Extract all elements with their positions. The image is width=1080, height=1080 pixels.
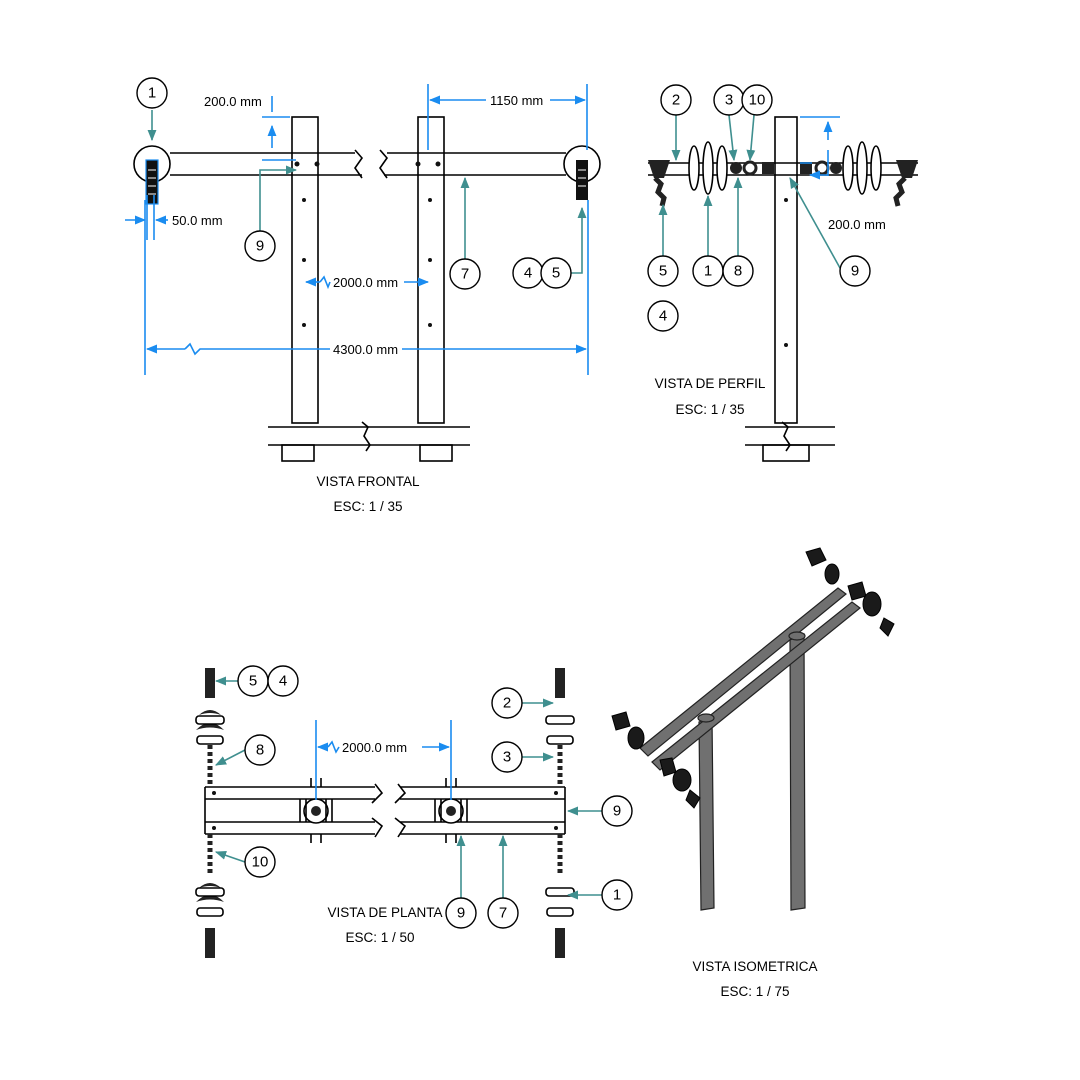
front-scale: ESC: 1 / 35 [333, 499, 402, 514]
callout-5: 5 [552, 265, 560, 282]
plan-callout-2: 2 [503, 695, 511, 712]
profile-callout-4: 4 [659, 308, 667, 325]
profile-callout-10: 10 [749, 92, 766, 109]
profile-callout-3: 3 [725, 92, 733, 109]
callout-7: 7 [461, 266, 469, 283]
dim-overall: 4300.0 mm [333, 342, 398, 357]
plan-left-insulators [195, 668, 225, 958]
plan-callout-8: 8 [256, 742, 264, 759]
dim-post-spacing: 2000.0 mm [333, 275, 398, 290]
plan-crossarms [204, 783, 566, 838]
profile-callout-8: 8 [734, 263, 742, 280]
profile-callout-2: 2 [672, 92, 680, 109]
plan-post-right [434, 778, 468, 843]
front-title: VISTA FRONTAL [316, 474, 420, 489]
plan-right-insulators [545, 668, 575, 958]
profile-callouts: 2 3 10 5 4 1 8 9 [647, 84, 871, 332]
profile-callout-9: 9 [851, 263, 859, 280]
profile-view: 200.0 mm 2 3 10 5 4 1 8 9 VI [647, 84, 918, 462]
front-left-insulator [133, 145, 171, 205]
plan-callout-1: 1 [613, 887, 621, 904]
profile-dimensions: 200.0 mm [800, 116, 886, 232]
front-right-insulator [563, 145, 601, 200]
plan-title: VISTA DE PLANTA [327, 905, 442, 920]
front-right-post [417, 116, 445, 424]
dim-right-span: 1150 mm [490, 93, 543, 108]
front-crossarm [170, 149, 566, 179]
plan-callout-9-right: 9 [613, 803, 621, 820]
profile-hardware [648, 141, 918, 207]
isometric-insulators [611, 547, 895, 809]
profile-callout-1: 1 [704, 263, 712, 280]
profile-dim-offset: 200.0 mm [828, 217, 886, 232]
dim-end-offset: 50.0 mm [172, 213, 223, 228]
front-view: 200.0 mm 1150 mm 50.0 mm 2000.0 mm 4300.… [125, 77, 601, 514]
isometric-title: VISTA ISOMETRICA [692, 959, 817, 974]
plan-post-left [299, 778, 333, 843]
isometric-view: VISTA ISOMETRICA ESC: 1 / 75 [611, 547, 895, 999]
profile-scale: ESC: 1 / 35 [675, 402, 744, 417]
plan-callout-4: 4 [279, 673, 287, 690]
isometric-scale: ESC: 1 / 75 [720, 984, 789, 999]
front-base [268, 421, 470, 462]
plan-callout-5: 5 [249, 673, 257, 690]
front-dimensions: 200.0 mm 1150 mm 50.0 mm 2000.0 mm 4300.… [125, 84, 589, 375]
plan-callout-9: 9 [457, 905, 465, 922]
plan-view: 2000.0 mm 5 4 8 10 2 3 9 1 [195, 665, 633, 958]
callout-4: 4 [524, 265, 532, 282]
plan-callout-3: 3 [503, 749, 511, 766]
callout-1: 1 [148, 85, 156, 102]
front-callouts: 1 9 7 4 5 [136, 77, 587, 290]
plan-scale: ESC: 1 / 50 [345, 930, 414, 945]
callout-9: 9 [256, 238, 264, 255]
profile-title: VISTA DE PERFIL [655, 376, 766, 391]
plan-dim-post-spacing: 2000.0 mm [342, 740, 407, 755]
profile-callout-5: 5 [659, 263, 667, 280]
plan-callout-10: 10 [252, 854, 269, 871]
plan-dimensions: 2000.0 mm [315, 720, 452, 800]
plan-callout-7: 7 [499, 905, 507, 922]
profile-post [745, 116, 835, 462]
plan-callouts: 5 4 8 10 2 3 9 1 9 7 [214, 665, 633, 929]
dim-top-offset: 200.0 mm [204, 94, 262, 109]
